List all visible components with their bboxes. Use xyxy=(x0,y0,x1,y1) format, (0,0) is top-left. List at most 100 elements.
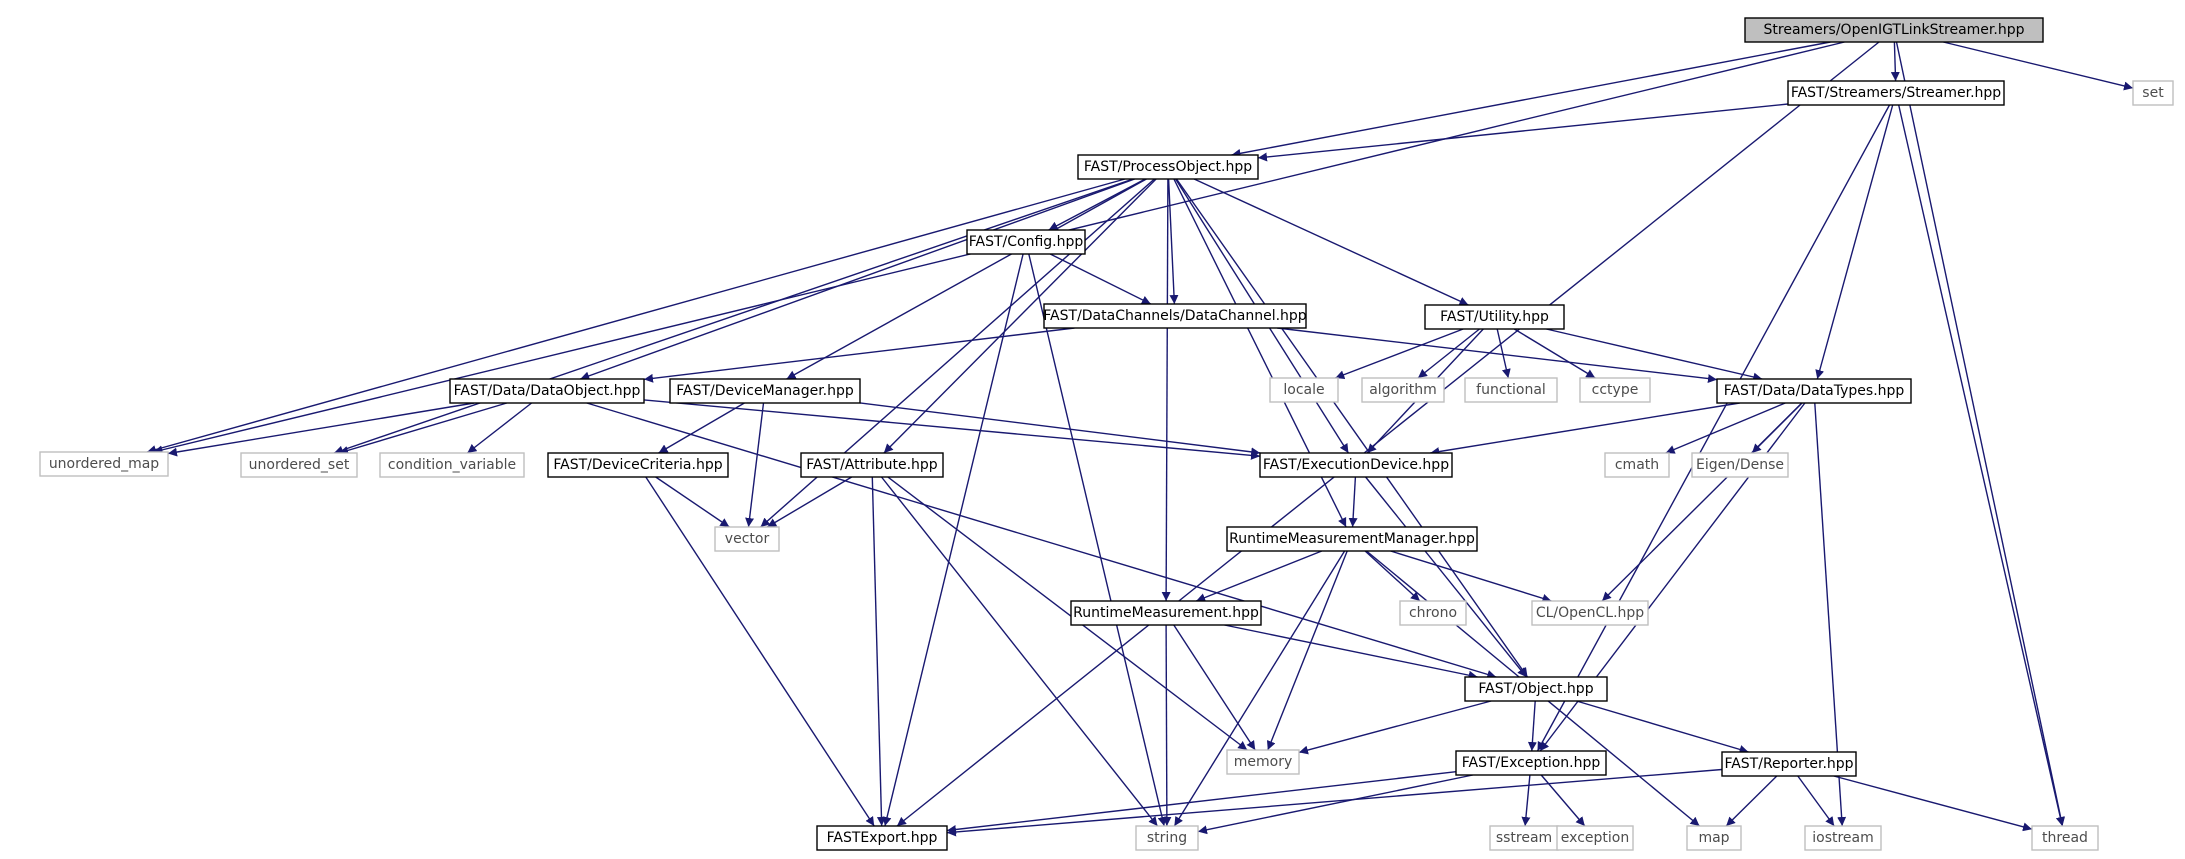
node-reporter[interactable]: FAST/Reporter.hpp xyxy=(1721,751,1857,777)
node-label: string xyxy=(1147,830,1187,846)
node-string: string xyxy=(1135,825,1199,851)
node-dataobject[interactable]: FAST/Data/DataObject.hpp xyxy=(449,378,645,404)
node-functional: functional xyxy=(1464,377,1558,403)
edge-attribute-to-vector xyxy=(766,476,853,528)
node-devicemanager[interactable]: FAST/DeviceManager.hpp xyxy=(669,378,861,404)
node-attribute[interactable]: FAST/Attribute.hpp xyxy=(800,452,944,478)
node-config[interactable]: FAST/Config.hpp xyxy=(966,229,1086,255)
node-box xyxy=(1259,452,1453,478)
node-label: FAST/Attribute.hpp xyxy=(806,457,938,473)
node-label: condition_variable xyxy=(388,457,516,473)
edge-dataobject-to-unordered_map xyxy=(167,402,475,457)
node-unordered-map: unordered_map xyxy=(39,451,169,477)
edge-dataobject-to-execdevice xyxy=(643,399,1261,460)
node-datachannel[interactable]: FAST/DataChannels/DataChannel.hpp xyxy=(1043,303,1307,329)
node-processobject[interactable]: FAST/ProcessObject.hpp xyxy=(1077,154,1259,180)
node-label: FAST/Data/DataObject.hpp xyxy=(454,383,641,399)
edge-root-to-set xyxy=(1943,41,2134,91)
edge-devicemanager-to-devicecriteria xyxy=(658,402,745,454)
node-box xyxy=(1464,676,1608,702)
edge-rtmm-to-string xyxy=(1173,550,1346,827)
node-execdevice[interactable]: FAST/ExecutionDevice.hpp xyxy=(1259,452,1453,478)
node-unordered-set: unordered_set xyxy=(240,452,358,478)
edge-streamer-to-thread xyxy=(1898,104,2065,827)
node-box xyxy=(2031,825,2099,851)
node-label: sstream xyxy=(1496,830,1552,846)
edge-devicecriteria-to-fastexport xyxy=(645,476,875,827)
edge-attribute-to-fastexport xyxy=(871,476,886,827)
node-box xyxy=(1269,377,1339,403)
node-label: algorithm xyxy=(1369,382,1437,398)
node-label: map xyxy=(1698,830,1729,846)
dependency-edges xyxy=(146,41,2134,837)
node-box xyxy=(1077,154,1259,180)
edge-utility-to-functional xyxy=(1496,328,1511,379)
node-streamer[interactable]: FAST/Streamers/Streamer.hpp xyxy=(1787,80,2005,106)
node-sstream: sstream xyxy=(1489,825,1559,851)
node-exception-h[interactable]: FAST/Exception.hpp xyxy=(1455,750,1607,776)
edge-attribute-to-string xyxy=(880,476,1159,827)
node-label: FASTExport.hpp xyxy=(827,830,938,846)
node-box xyxy=(1716,378,1912,404)
node-devicecriteria[interactable]: FAST/DeviceCriteria.hpp xyxy=(547,452,729,478)
node-label: FAST/Object.hpp xyxy=(1478,681,1593,697)
edge-exception_h-to-fastexport xyxy=(946,771,1457,834)
node-label: cctype xyxy=(1592,382,1639,398)
edge-streamer-to-processobject xyxy=(1257,103,1789,162)
node-box xyxy=(1361,377,1445,403)
node-label: memory xyxy=(1234,754,1293,770)
node-utility[interactable]: FAST/Utility.hpp xyxy=(1424,304,1565,330)
node-rtm[interactable]: RuntimeMeasurement.hpp xyxy=(1070,600,1262,626)
edge-dataobject-to-unordered_set xyxy=(338,402,508,455)
node-eigen: Eigen/Dense xyxy=(1691,452,1789,478)
node-box xyxy=(39,451,169,477)
edge-object-to-exception_h xyxy=(1527,700,1537,752)
edge-execdevice-to-rtmm xyxy=(1348,476,1358,528)
node-label: set xyxy=(2142,85,2164,101)
node-rtmm[interactable]: RuntimeMeasurementManager.hpp xyxy=(1226,526,1478,552)
edge-rtmm-to-opencl xyxy=(1390,550,1552,603)
edge-processobject-to-unordered_map xyxy=(146,178,1126,454)
node-label: cmath xyxy=(1615,457,1659,473)
node-box xyxy=(547,452,729,478)
node-box xyxy=(1399,600,1467,626)
node-box xyxy=(379,452,525,478)
edge-datachannel-to-datatypes xyxy=(1277,327,1718,384)
node-fastexport[interactable]: FASTExport.hpp xyxy=(816,825,948,851)
edge-exception_h-to-sstream xyxy=(1521,774,1531,827)
edge-root-to-processobject xyxy=(1231,41,1831,158)
node-box xyxy=(1226,749,1300,775)
node-box xyxy=(1804,825,1882,851)
node-label: FAST/ProcessObject.hpp xyxy=(1084,159,1252,175)
node-algorithm: algorithm xyxy=(1361,377,1445,403)
node-label: unordered_set xyxy=(249,457,350,473)
node-vector: vector xyxy=(714,526,780,552)
edge-reporter-to-fastexport xyxy=(946,768,1723,837)
edge-utility-to-algorithm xyxy=(1417,328,1480,379)
edge-object-to-memory xyxy=(1298,700,1492,755)
edge-datatypes-to-opencl xyxy=(1601,402,1803,602)
node-box xyxy=(1070,600,1262,626)
edge-root-to-thread xyxy=(1895,41,2066,827)
node-label: CL/OpenCL.hpp xyxy=(1536,605,1644,621)
edge-processobject-to-datachannel xyxy=(1167,178,1179,305)
node-root[interactable]: Streamers/OpenIGTLinkStreamer.hpp xyxy=(1744,17,2044,43)
node-memory: memory xyxy=(1226,749,1300,775)
node-box xyxy=(1424,304,1565,330)
edge-rtmm-to-rtm xyxy=(1195,550,1323,602)
edge-processobject-to-rtm xyxy=(1161,178,1171,602)
edge-processobject-to-attribute xyxy=(883,178,1157,454)
node-box xyxy=(714,526,780,552)
node-condvar: condition_variable xyxy=(379,452,525,478)
node-object[interactable]: FAST/Object.hpp xyxy=(1464,676,1608,702)
edge-config-to-fastexport xyxy=(882,253,1024,827)
edge-rtmm-to-chrono xyxy=(1364,550,1421,602)
edge-streamer-to-datatypes xyxy=(1815,104,1894,380)
node-label: locale xyxy=(1283,382,1324,398)
edge-utility-to-locale xyxy=(1335,328,1464,379)
edge-devicecriteria-to-vector xyxy=(655,476,730,528)
node-box xyxy=(1686,825,1742,851)
node-exception: exception xyxy=(1556,825,1634,851)
node-datatypes[interactable]: FAST/Data/DataTypes.hpp xyxy=(1716,378,1912,404)
